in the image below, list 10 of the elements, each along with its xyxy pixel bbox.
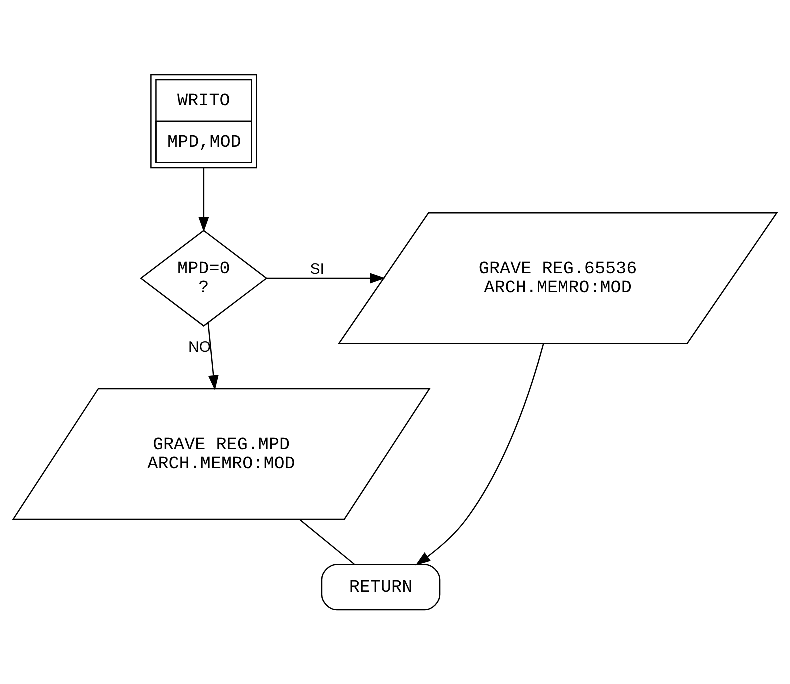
node-diamond: MPD=0 ? — [140, 229, 268, 326]
edge-label: NO — [188, 338, 212, 356]
connector — [299, 518, 356, 565]
node-box: RETURN — [321, 564, 441, 610]
arrow — [198, 168, 210, 232]
arrow — [266, 272, 386, 284]
edge-label: SI — [310, 260, 324, 278]
node-box: WRITO MPD,MOD — [150, 74, 258, 168]
arrow — [416, 343, 544, 566]
arrow — [208, 322, 219, 390]
